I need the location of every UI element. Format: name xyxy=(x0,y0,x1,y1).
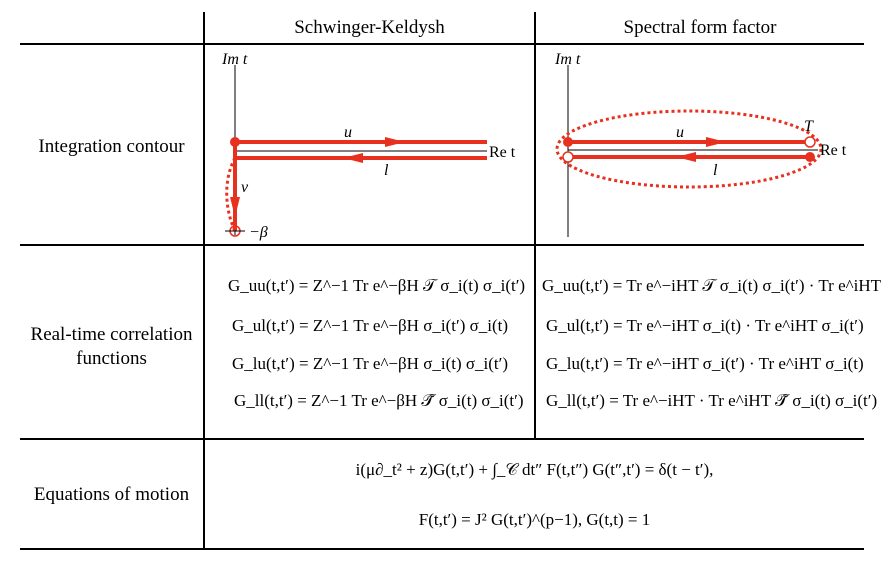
sk-label-l: l xyxy=(384,162,389,179)
sff-eq-lu: G_lu(t,t′) = Tr e^−iHT σ_i(t′) · Tr e^iH… xyxy=(546,354,864,373)
sk-l-arrow xyxy=(343,153,363,163)
sff-label-im-t: Im t xyxy=(554,51,581,68)
row-label-correlation-2: functions xyxy=(76,348,147,369)
sk-contour-diagram: Im t Re t u l v −β xyxy=(221,51,516,241)
sff-label-T: T xyxy=(804,118,814,135)
sff-u-arrow xyxy=(706,137,726,147)
sff-start-dot xyxy=(563,137,573,147)
sff-contour-diagram: Im t Re t u l T xyxy=(554,51,847,237)
row-label-correlation-1: Real-time correlation xyxy=(30,324,193,345)
rule-top xyxy=(20,43,864,45)
row-label-motion: Equations of motion xyxy=(33,484,190,505)
rule-bottom xyxy=(20,548,864,550)
sff-eq-uu: G_uu(t,t′) = Tr e^−iHT 𝒯 σ_i(t) σ_i(t′) … xyxy=(542,276,881,295)
sff-label-re-t: Re t xyxy=(820,142,847,159)
sff-turn-open xyxy=(804,136,816,148)
sff-eq-ll: G_ll(t,t′) = Tr e^−iHT · Tr e^iHT 𝒯̃ σ_i… xyxy=(546,391,878,410)
sk-label-beta: −β xyxy=(249,224,268,241)
header-schwinger-keldysh: Schwinger-Keldysh xyxy=(294,17,445,38)
sff-l-arrow xyxy=(676,152,696,162)
sk-label-v: v xyxy=(241,179,249,196)
sk-u-arrow xyxy=(385,137,405,147)
sk-dotted-return xyxy=(225,157,237,232)
sk-eq-lu: G_lu(t,t′) = Z^−1 Tr e^−βH σ_i(t) σ_i(t′… xyxy=(232,354,509,373)
sk-eq-ul: G_ul(t,t′) = Z^−1 Tr e^−βH σ_i(t′) σ_i(t… xyxy=(232,316,509,335)
sff-end-open xyxy=(562,151,574,163)
sff-dotted-loop xyxy=(555,109,823,189)
sk-label-re-t: Re t xyxy=(489,144,516,161)
header-spectral-form-factor: Spectral form factor xyxy=(623,17,777,38)
sk-eq-ll: G_ll(t,t′) = Z^−1 Tr e^−βH 𝒯̃ σ_i(t) σ_i… xyxy=(234,391,524,410)
sff-label-u: u xyxy=(676,124,684,141)
sff-turn-dot xyxy=(805,152,815,162)
sff-eq-ul: G_ul(t,t′) = Tr e^−iHT σ_i(t) · Tr e^iHT… xyxy=(546,316,864,335)
sk-eq-uu: G_uu(t,t′) = Z^−1 Tr e^−βH 𝒯 σ_i(t) σ_i(… xyxy=(228,276,526,295)
rule-after-contour xyxy=(20,244,864,246)
rule-col-left xyxy=(203,12,205,550)
row-label-contour: Integration contour xyxy=(38,136,185,157)
sk-label-u: u xyxy=(344,124,352,141)
motion-eq-2: F(t,t′) = J² G(t,t′)^(p−1), G(t,t) = 1 xyxy=(418,510,651,529)
sff-label-l: l xyxy=(713,162,718,179)
rule-col-mid xyxy=(534,12,536,440)
rule-after-correlation xyxy=(20,438,864,440)
sk-v-arrow xyxy=(230,197,240,217)
sk-label-im-t: Im t xyxy=(221,51,248,68)
motion-eq-1: i(μ∂_t² + z)G(t,t′) + ∫_𝒞 dt″ F(t,t″) G(… xyxy=(355,460,714,479)
sk-start-dot xyxy=(230,137,240,147)
